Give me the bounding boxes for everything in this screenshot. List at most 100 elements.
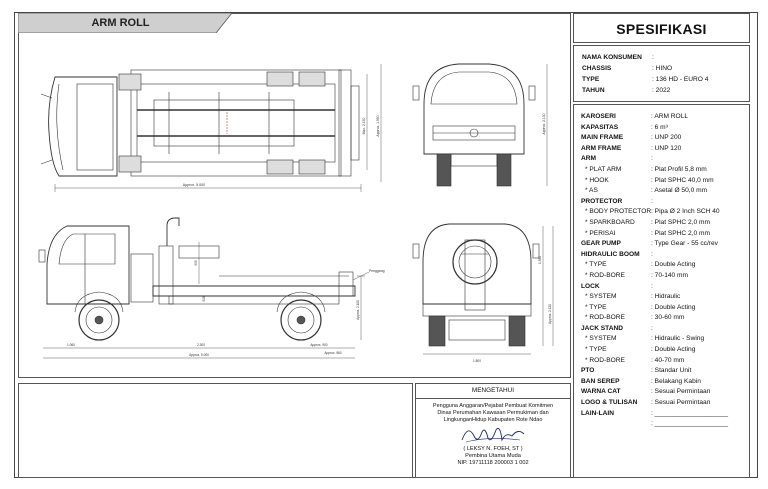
row-label: SPARKBOARD bbox=[581, 218, 651, 229]
spec-row: PLAT ARMPlat Profil 5,8 mm bbox=[581, 165, 749, 176]
dim-bottom-a: 1.060 bbox=[67, 343, 75, 347]
row-value: Double Acting bbox=[651, 345, 749, 356]
row-value: Double Acting bbox=[651, 303, 749, 314]
drawing-title-tab: ARM ROLL bbox=[18, 13, 232, 33]
row-value: Plat SPHC 2,0 mm bbox=[651, 218, 749, 229]
row-label: MAIN FRAME bbox=[581, 134, 624, 142]
row-label: KAROSERI bbox=[581, 113, 616, 120]
spec-row: PROTECTOR bbox=[581, 197, 749, 208]
title-tab-shape bbox=[18, 13, 232, 33]
dim-bottom-c: Approx. 960 bbox=[324, 351, 341, 355]
dim-side-h1: 995 bbox=[194, 260, 198, 266]
spec-row: MAIN FRAME UNP 200 bbox=[581, 133, 749, 144]
row-label: JACK STAND bbox=[581, 324, 624, 332]
approval-heading: MENGETAHUI bbox=[416, 384, 570, 399]
row-label bbox=[581, 419, 651, 430]
spec-row: ARM bbox=[581, 154, 749, 165]
spec-row: GEAR PUMPType Gear - 55 cc/rev bbox=[581, 239, 749, 250]
drawing-title: ARM ROLL bbox=[91, 17, 150, 29]
row-label: TAHUN bbox=[582, 87, 605, 94]
row-value: 6 m³ bbox=[651, 123, 749, 134]
row-label: PERISAI bbox=[581, 229, 651, 240]
row-value: 136 HD - EURO 4 bbox=[652, 74, 749, 85]
row-value: ____________________ bbox=[651, 409, 749, 420]
spec-row: ROD-BORE70-140 mm bbox=[581, 271, 749, 282]
dim-front-width: Approx. 2.130 bbox=[542, 113, 546, 134]
row-value: 2022 bbox=[652, 85, 749, 96]
row-value: ARM ROLL bbox=[651, 112, 749, 123]
row-label: ROD-BORE bbox=[581, 356, 651, 367]
spec-row: BAN SEREPBelakang Kabin bbox=[581, 377, 749, 388]
row-value: Hidraulic bbox=[651, 292, 749, 303]
spec-row: KAPASITAS 6 m³ bbox=[581, 123, 749, 134]
dim-rear-h2: Approx. 2.120 bbox=[548, 304, 552, 324]
row-label: KAPASITAS bbox=[581, 123, 619, 131]
spec-row: TYPEDouble Acting bbox=[581, 303, 749, 314]
signatory-rank: Pembina Utama Muda bbox=[465, 453, 521, 459]
spec-row: JACK STAND bbox=[581, 324, 749, 335]
row-label: TYPE bbox=[581, 260, 651, 271]
approval-block: MENGETAHUI Pengguna Anggaran/Pejabat Pem… bbox=[415, 383, 571, 478]
spec-client-row: TAHUN 2022 bbox=[582, 85, 749, 96]
row-value bbox=[651, 154, 749, 165]
spec-row: ____________________ bbox=[581, 419, 749, 430]
spec-row: ASAsetal Ø 50,0 mm bbox=[581, 186, 749, 197]
spec-row: SYSTEMHidraulic - Swing bbox=[581, 334, 749, 345]
spec-client-row: CHASSISHINO bbox=[582, 63, 749, 74]
spec-row: BODY PROTECTORPipa Ø 2 Inch SCH 40 bbox=[581, 207, 749, 218]
notes-block bbox=[18, 383, 413, 478]
spec-row: LOGO & TULISAN Sesuai Permintaan bbox=[581, 398, 749, 409]
row-value: 40-70 mm bbox=[651, 356, 749, 367]
row-value bbox=[651, 282, 749, 293]
spec-client-row: NAMA KONSUMEN bbox=[582, 52, 749, 63]
dim-ground: Approx. 900 bbox=[310, 343, 327, 347]
approval-line-3: LingkunganHidup Kabupaten Rote Ndao bbox=[443, 417, 543, 423]
row-label: AS bbox=[581, 186, 651, 197]
spec-row: SPARKBOARDPlat SPHC 2,0 mm bbox=[581, 218, 749, 229]
dim-side-h2: 910 bbox=[202, 296, 206, 302]
label-penggang: Penggang bbox=[369, 269, 385, 273]
row-value: Double Acting bbox=[651, 260, 749, 271]
row-value: Sesuai Permintaan bbox=[651, 398, 749, 409]
dim-bottom-total: Approx. 5.000 bbox=[189, 353, 209, 357]
row-value: 30-60 mm bbox=[651, 313, 749, 324]
approval-line-2: Dinas Perumahan Kawasan Permukiman dan bbox=[437, 410, 549, 416]
row-label: SYSTEM bbox=[581, 334, 651, 345]
row-label: PLAT ARM bbox=[581, 165, 651, 176]
row-label: ARM FRAME bbox=[581, 144, 622, 152]
spec-row: TYPEDouble Acting bbox=[581, 260, 749, 271]
row-value: Hidraulic - Swing bbox=[651, 334, 749, 345]
row-value bbox=[651, 197, 749, 208]
dim-side-h3: Approx. 2.100 bbox=[356, 300, 360, 320]
spec-title: SPESIFIKASI bbox=[573, 13, 750, 43]
row-label: LOGO & TULISAN bbox=[581, 399, 638, 407]
row-label: TYPE bbox=[581, 345, 651, 356]
row-value bbox=[651, 250, 749, 261]
drawing-area: Approx. 5.000 Max. 2.150 Approx. 1.950 A… bbox=[18, 13, 571, 378]
row-label: HOOK bbox=[581, 176, 651, 187]
row-label: BODY PROTECTOR bbox=[581, 207, 651, 218]
signatory-name: ( LEKSY N. FOEH, ST ) bbox=[463, 446, 523, 452]
row-value: Plat SPHC 2,0 mm bbox=[651, 229, 749, 240]
row-label: LAIN-LAIN bbox=[581, 409, 614, 417]
spec-row: KAROSERI ARM ROLL bbox=[581, 112, 749, 123]
row-label: PROTECTOR bbox=[581, 197, 623, 205]
dim-bottom-b: 2.300 bbox=[197, 343, 205, 347]
row-label: ROD-BORE bbox=[581, 271, 651, 282]
row-label: GEAR PUMP bbox=[581, 240, 621, 248]
row-label: SYSTEM bbox=[581, 292, 651, 303]
row-label: BAN SEREP bbox=[581, 377, 620, 385]
row-value bbox=[652, 52, 749, 63]
row-value: Plat Profil 5,8 mm bbox=[651, 165, 749, 176]
signature bbox=[461, 427, 525, 443]
row-value: UNP 200 bbox=[651, 133, 749, 144]
spec-client-block: NAMA KONSUMEN CHASSISHINO TYPE136 HD - E… bbox=[573, 45, 750, 102]
row-value: Standar Unit bbox=[651, 366, 749, 377]
row-value: Sesuai Permintaan bbox=[651, 387, 749, 398]
spec-row: HIDRAULIC BOOM bbox=[581, 250, 749, 261]
spec-row: ROD-BORE30-60 mm bbox=[581, 313, 749, 324]
row-value bbox=[651, 324, 749, 335]
row-label: NAMA KONSUMEN bbox=[582, 54, 642, 61]
row-label: HIDRAULIC BOOM bbox=[581, 250, 640, 258]
row-value: UNP 120 bbox=[651, 144, 749, 155]
